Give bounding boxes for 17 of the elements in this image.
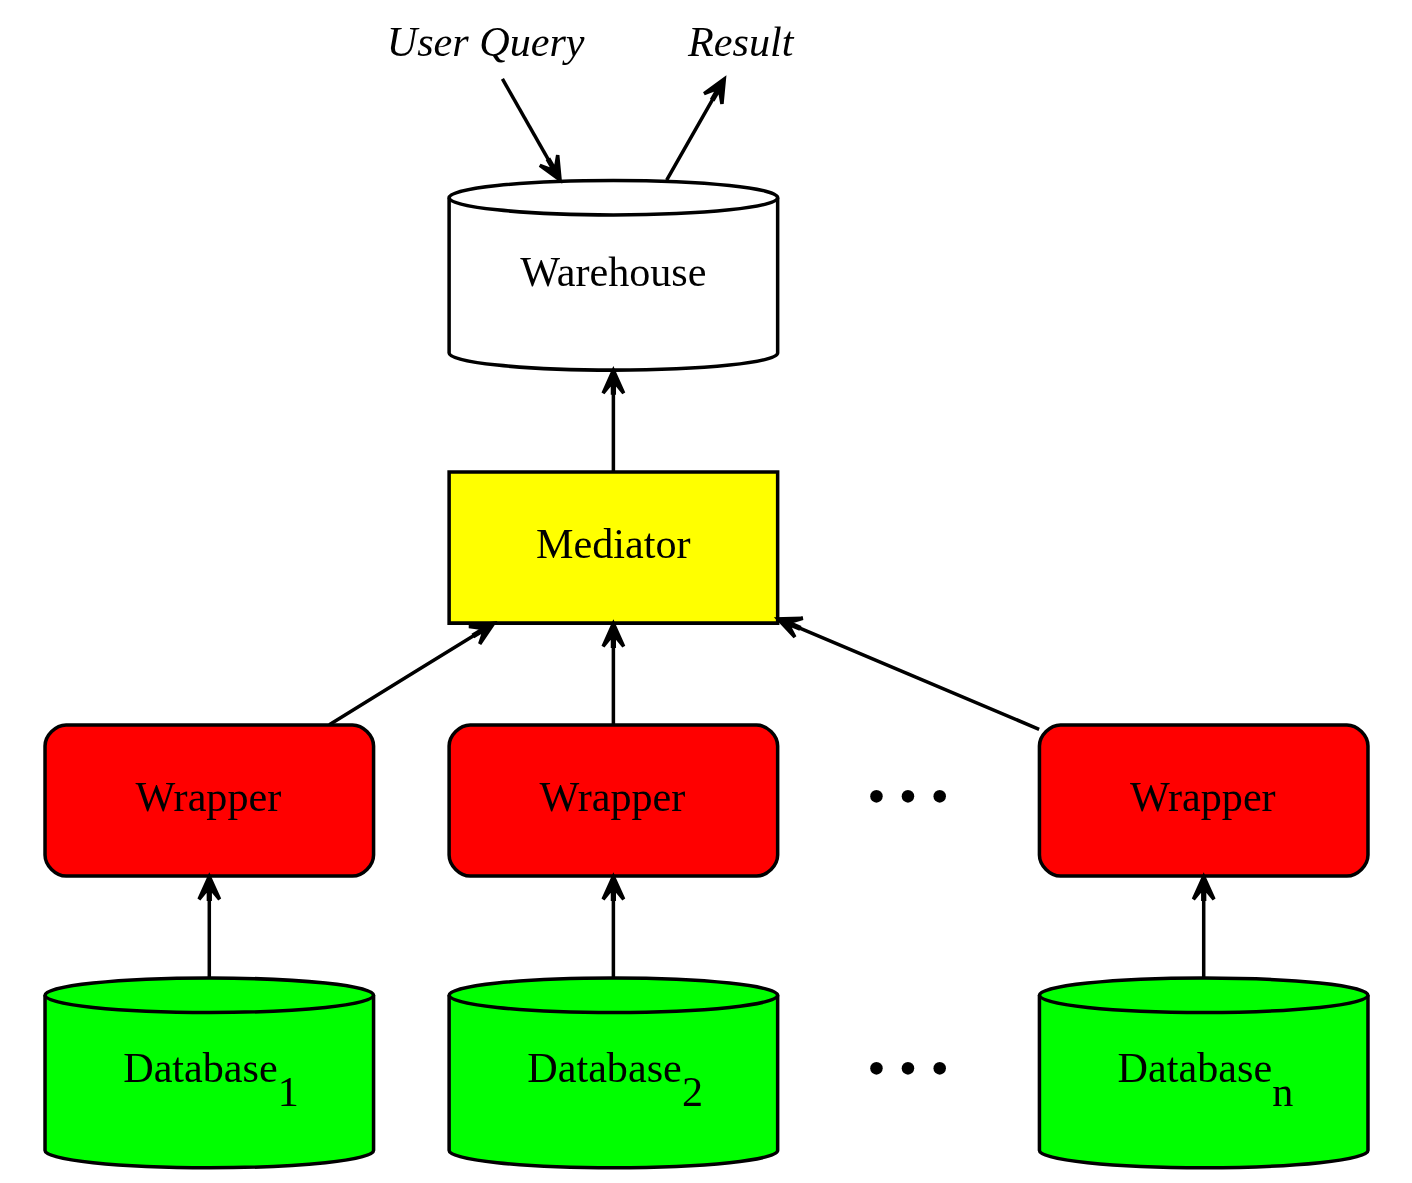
- label: • • •: [866, 766, 949, 825]
- arrow: [327, 621, 496, 727]
- node-box: Wrapper: [42, 723, 375, 878]
- arrow: [600, 874, 625, 978]
- node-box: Wrapper: [446, 723, 779, 878]
- arrow: [600, 621, 625, 725]
- arrow: [500, 78, 562, 182]
- node-box: Wrapper: [1037, 723, 1370, 878]
- node-box: Mediator: [446, 470, 779, 625]
- arrow: [775, 616, 1040, 731]
- arrow: [600, 368, 625, 472]
- arrow: [1191, 874, 1216, 978]
- arrow: [664, 77, 726, 181]
- label: • • •: [866, 1039, 949, 1098]
- arrow: [196, 874, 221, 978]
- node-text: Result: [687, 18, 793, 65]
- node-text: User Query: [386, 18, 585, 65]
